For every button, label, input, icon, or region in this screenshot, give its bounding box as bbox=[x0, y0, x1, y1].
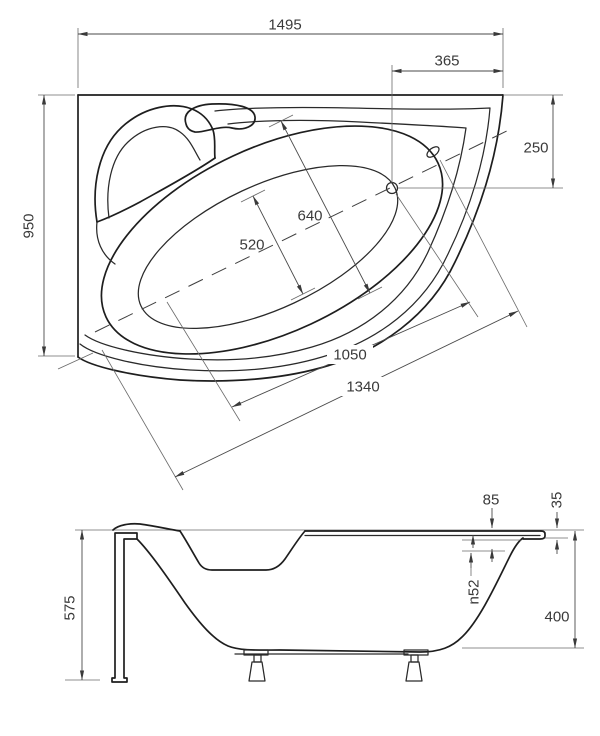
basin-outer-edge bbox=[100, 125, 444, 355]
side-view: 575 85 n52 35 400 bbox=[62, 492, 584, 683]
dim-365-label: 365 bbox=[434, 53, 459, 70]
ext-tick-950-corner bbox=[57, 352, 94, 370]
dim-n52-label: n52 bbox=[466, 579, 483, 604]
foot-right bbox=[405, 661, 423, 682]
dim-520-label: 520 bbox=[239, 237, 264, 254]
dim-85-label: 85 bbox=[483, 492, 500, 509]
label-backing-1340 bbox=[340, 377, 386, 396]
top-view: 1495 365 250 950 640 520 1050 bbox=[21, 17, 563, 491]
foot-stem-right bbox=[410, 654, 419, 663]
dim-400-label: 400 bbox=[544, 609, 569, 626]
side-seat-profile bbox=[179, 530, 306, 571]
ext-line-1050-left bbox=[166, 301, 241, 422]
dim-1050-label: 1050 bbox=[333, 347, 366, 364]
tick-520-top bbox=[240, 189, 266, 203]
side-outer-wall bbox=[136, 537, 524, 653]
basin-floor-edge bbox=[137, 164, 399, 330]
dim-640-label: 640 bbox=[297, 208, 322, 225]
drain-icon bbox=[385, 181, 399, 195]
centerline-dashed bbox=[94, 126, 516, 333]
foot-stem-left bbox=[253, 654, 262, 663]
dim-250-label: 250 bbox=[523, 140, 548, 157]
dim-1340-label: 1340 bbox=[346, 379, 379, 396]
dim-line-640 bbox=[280, 120, 371, 294]
ext-line-1340-right bbox=[439, 159, 528, 328]
headrest-left-transition bbox=[96, 221, 116, 265]
tick-640-bottom bbox=[357, 286, 383, 300]
dim-575-label: 575 bbox=[62, 595, 79, 620]
pillow-outline bbox=[184, 103, 256, 133]
dim-950-label: 950 bbox=[21, 213, 38, 238]
panel-bracket bbox=[111, 532, 138, 683]
foot-left bbox=[248, 661, 266, 682]
ext-line-1340-left bbox=[101, 349, 184, 491]
overflow-icon bbox=[426, 146, 440, 158]
headrest-outer bbox=[94, 105, 216, 223]
tub-outer-curve bbox=[77, 94, 504, 382]
ext-line-1050-right bbox=[395, 193, 479, 318]
dim-line-520 bbox=[252, 195, 304, 295]
side-rim-end-cap bbox=[522, 530, 546, 540]
dim-35-label: 35 bbox=[549, 492, 566, 509]
side-lip bbox=[112, 522, 181, 532]
headrest-bottom-edge bbox=[96, 157, 216, 223]
tick-640-top bbox=[268, 114, 294, 128]
headrest-inner bbox=[107, 126, 201, 219]
tick-520-bottom bbox=[290, 287, 316, 301]
dim-1495-label: 1495 bbox=[268, 17, 301, 34]
